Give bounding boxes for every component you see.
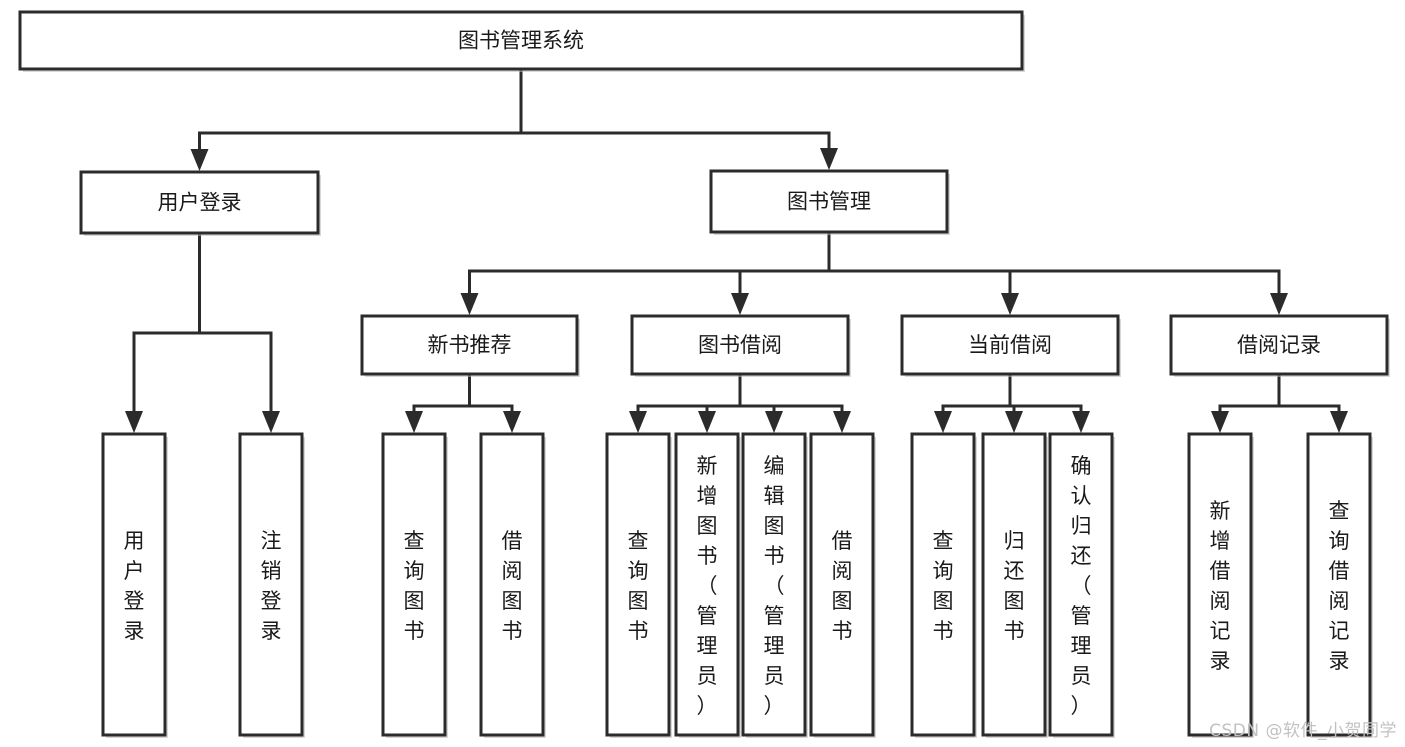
- arrow-head-icon: [1330, 411, 1348, 433]
- node-label: 图书管理: [787, 190, 871, 214]
- connector-edge: [521, 131, 831, 148]
- node-label: 注销登录: [261, 529, 282, 643]
- node-label: 借阅记录: [1237, 333, 1321, 357]
- arrow-head-icon: [405, 411, 423, 433]
- node-leaf-6[interactable]: 新增图书（管理员）: [674, 432, 741, 738]
- connector-edge: [132, 331, 200, 411]
- arrow-head-icon: [731, 293, 749, 315]
- arrow-head-icon: [460, 293, 479, 315]
- node-borrow[interactable]: 图书借阅: [630, 314, 851, 377]
- node-box[interactable]: [101, 432, 167, 737]
- node-box[interactable]: [981, 432, 1047, 737]
- node-label: 归还图书: [1004, 529, 1025, 643]
- node-leaf-12[interactable]: 新增借阅记录: [1187, 432, 1254, 738]
- arrow-head-icon: [1211, 411, 1229, 433]
- connector-edge: [829, 269, 1281, 293]
- connector-layer: [125, 69, 1348, 433]
- node-box[interactable]: [1048, 432, 1114, 737]
- node-label: 查询图书: [628, 529, 649, 643]
- node-leaf-10[interactable]: 归还图书: [981, 432, 1048, 738]
- node-label: 编辑图书（管理员）: [764, 454, 785, 718]
- connector-edge: [198, 131, 521, 149]
- arrow-head-icon: [1005, 411, 1023, 433]
- connector-edge: [199, 331, 273, 411]
- node-label: 图书借阅: [698, 333, 782, 357]
- node-box[interactable]: [1187, 432, 1253, 737]
- arrow-head-icon: [765, 411, 783, 433]
- node-box[interactable]: [479, 432, 545, 737]
- connector-edge: [1279, 404, 1341, 411]
- node-label: 借阅图书: [832, 529, 853, 643]
- arrow-head-icon: [262, 411, 280, 433]
- node-box[interactable]: [630, 314, 850, 376]
- watermark-text: CSDN @软件_小贺同学: [1209, 721, 1397, 741]
- node-leaf-2[interactable]: 注销登录: [238, 432, 305, 738]
- node-label: 查询图书: [933, 529, 954, 643]
- arrow-head-icon: [1270, 293, 1288, 315]
- node-label: 新增图书（管理员）: [697, 454, 718, 718]
- connector-edge: [469, 404, 514, 411]
- node-current[interactable]: 当前借阅: [900, 314, 1121, 377]
- node-leaf-13[interactable]: 查询借阅记录: [1306, 432, 1373, 738]
- connector-edge: [941, 404, 1010, 411]
- node-label: 新书推荐: [428, 333, 512, 357]
- node-label: 用户登录: [124, 529, 145, 643]
- connector-edge: [740, 404, 844, 411]
- arrow-head-icon: [503, 411, 521, 433]
- node-leaf-7[interactable]: 编辑图书（管理员）: [741, 432, 808, 738]
- node-box[interactable]: [809, 432, 875, 737]
- node-bookmgmt[interactable]: 图书管理: [709, 169, 950, 235]
- node-box[interactable]: [79, 170, 320, 235]
- connector-edge: [468, 269, 829, 293]
- node-leaf-1[interactable]: 用户登录: [101, 432, 168, 738]
- connector-edge: [829, 269, 1012, 293]
- node-box[interactable]: [741, 432, 807, 737]
- node-box[interactable]: [709, 169, 949, 234]
- connector-edge: [738, 269, 829, 293]
- node-root[interactable]: 图书管理系统: [18, 10, 1025, 72]
- node-label: 用户登录: [158, 191, 242, 215]
- node-label: 查询图书: [404, 529, 425, 643]
- node-box[interactable]: [1169, 314, 1389, 376]
- node-label: 查询借阅记录: [1329, 499, 1350, 673]
- node-label: 当前借阅: [968, 333, 1052, 357]
- node-leaf-11[interactable]: 确认归还（管理员）: [1048, 432, 1115, 738]
- connector-edge: [1010, 404, 1083, 411]
- node-leaf-3[interactable]: 查询图书: [381, 432, 448, 738]
- node-box[interactable]: [900, 314, 1120, 376]
- node-label: 图书管理系统: [458, 29, 584, 53]
- arrow-head-icon: [629, 411, 647, 433]
- node-box[interactable]: [1306, 432, 1372, 737]
- node-label: 新增借阅记录: [1210, 499, 1231, 673]
- node-leaf-9[interactable]: 查询图书: [910, 432, 977, 738]
- arrow-head-icon: [125, 411, 143, 433]
- node-box[interactable]: [18, 10, 1024, 71]
- arrow-head-icon: [1001, 293, 1019, 315]
- connector-edge: [705, 404, 740, 411]
- connector-edge: [1218, 404, 1279, 411]
- arrow-head-icon: [820, 148, 838, 170]
- arrow-head-icon: [190, 149, 209, 171]
- arrow-head-icon: [833, 411, 851, 433]
- arrow-head-icon: [698, 411, 716, 433]
- node-box[interactable]: [605, 432, 671, 737]
- node-box[interactable]: [910, 432, 976, 737]
- node-leaf-5[interactable]: 查询图书: [605, 432, 672, 738]
- node-leaf-8[interactable]: 借阅图书: [809, 432, 876, 738]
- node-box[interactable]: [381, 432, 447, 737]
- node-records[interactable]: 借阅记录: [1169, 314, 1390, 377]
- node-label: 借阅图书: [502, 529, 523, 643]
- node-box[interactable]: [238, 432, 304, 737]
- node-box[interactable]: [360, 314, 579, 376]
- connector-edge: [412, 404, 470, 411]
- arrow-head-icon: [1072, 411, 1090, 433]
- node-newrec[interactable]: 新书推荐: [360, 314, 580, 377]
- node-login[interactable]: 用户登录: [79, 170, 321, 236]
- node-leaf-4[interactable]: 借阅图书: [479, 432, 546, 738]
- arrow-head-icon: [934, 411, 952, 433]
- node-layer: 图书管理系统用户登录图书管理新书推荐图书借阅当前借阅借阅记录用户登录注销登录查询…: [18, 10, 1390, 738]
- node-label: 确认归还（管理员）: [1071, 454, 1092, 718]
- node-box[interactable]: [674, 432, 740, 737]
